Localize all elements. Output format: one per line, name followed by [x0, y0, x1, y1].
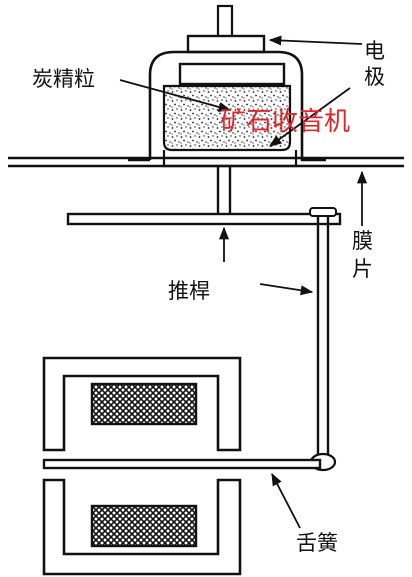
label-carbon-granules: 炭精粒: [32, 67, 95, 91]
label-diaphragm-top: 膜: [352, 229, 373, 253]
lower-coil: [90, 504, 198, 548]
label-reed: 舌簧: [296, 531, 338, 555]
label-electrode-top: 电: [364, 39, 385, 63]
linkage-rod: [309, 216, 337, 472]
electrode-plate: [178, 62, 286, 86]
watermark-text: 矿石收音机: [220, 107, 350, 137]
upper-coil: [90, 382, 198, 426]
push-rod-right-arrow: [259, 283, 314, 296]
label-electrode-bottom: 极: [364, 65, 385, 89]
lever-bar: [66, 207, 342, 226]
carbon-granules: [162, 84, 292, 152]
label-diaphragm-bottom: 片: [352, 257, 373, 281]
electrode-lower-arrow: [268, 87, 351, 147]
reed-arrow: [271, 472, 301, 529]
push-rod: [216, 166, 232, 222]
housing-cap: [148, 50, 326, 162]
lower-magnet: [42, 478, 242, 576]
reed-bar: [42, 458, 322, 470]
carbon-granules-arrow: [119, 79, 232, 112]
terminal-post: [186, 4, 266, 54]
electrode-arrow: [268, 35, 363, 46]
diaphragm: [8, 156, 404, 168]
label-push-rod: 推桿: [168, 279, 210, 303]
upper-magnet: [42, 356, 242, 452]
